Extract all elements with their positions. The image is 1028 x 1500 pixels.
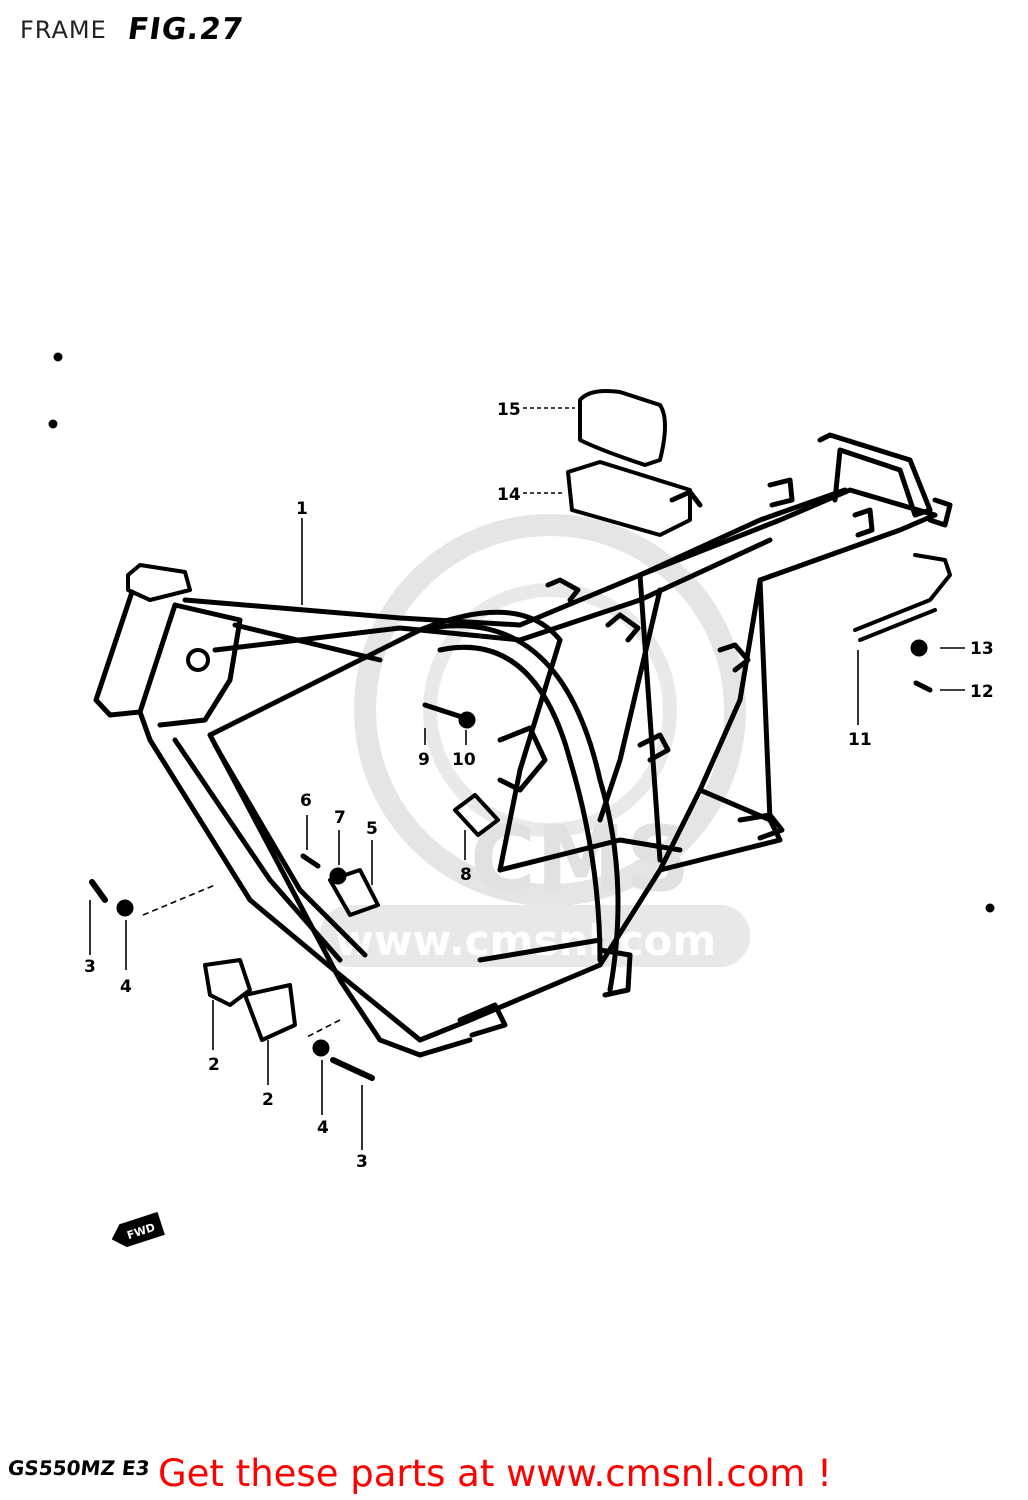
callout-4a: 4 bbox=[120, 977, 132, 997]
callout-4b: 4 bbox=[317, 1118, 329, 1138]
callout-2b: 2 bbox=[262, 1090, 274, 1110]
callout-2a: 2 bbox=[208, 1055, 220, 1075]
callout-5: 5 bbox=[366, 819, 378, 839]
callout-11: 11 bbox=[848, 730, 872, 750]
callout-3a: 3 bbox=[84, 957, 96, 977]
leader-lines bbox=[89, 407, 965, 1150]
callout-10: 10 bbox=[452, 750, 476, 770]
cta-link[interactable]: Get these parts at www.cmsnl.com ! bbox=[158, 1452, 833, 1495]
model-code: GS550MZ E3 bbox=[6, 1456, 151, 1480]
callout-12: 12 bbox=[970, 682, 994, 702]
callouts: 1 2 2 3 3 4 4 5 6 7 8 9 10 11 12 13 14 1… bbox=[84, 400, 994, 1172]
callout-13: 13 bbox=[970, 639, 994, 659]
callout-7: 7 bbox=[334, 808, 346, 828]
callout-8: 8 bbox=[460, 865, 472, 885]
callout-14: 14 bbox=[497, 485, 521, 505]
watermark-text: www.cmsnl.com bbox=[335, 916, 716, 965]
forward-arrow-icon: FWD bbox=[111, 1211, 165, 1248]
callout-3b: 3 bbox=[356, 1152, 368, 1172]
callout-15: 15 bbox=[497, 400, 521, 420]
callout-9: 9 bbox=[418, 750, 430, 770]
watermark: CMS www.cmsnl.com bbox=[320, 514, 750, 967]
page-title: FRAME bbox=[20, 16, 107, 44]
frame-illustration bbox=[48, 352, 995, 1081]
callout-6: 6 bbox=[300, 791, 312, 811]
figure-number: FIG.27 bbox=[125, 12, 246, 47]
callout-1: 1 bbox=[296, 499, 308, 519]
